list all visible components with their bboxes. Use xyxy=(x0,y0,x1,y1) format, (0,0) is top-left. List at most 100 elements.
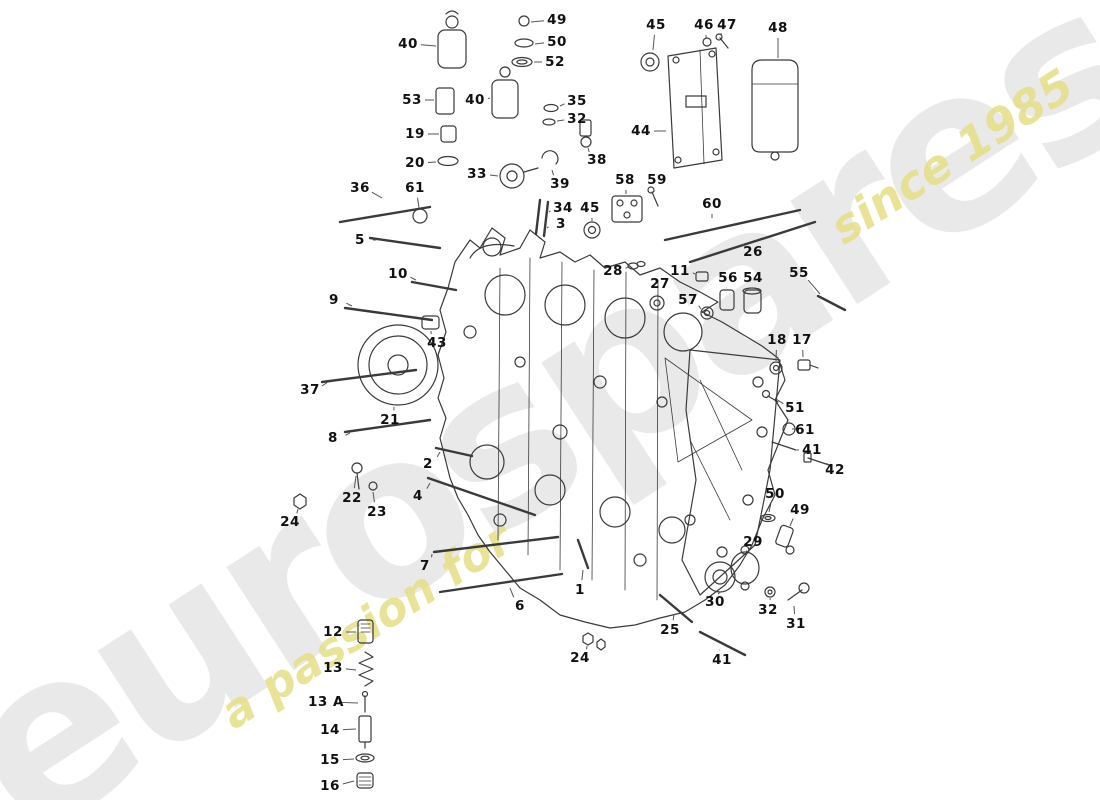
part-callout-40: 40 xyxy=(465,92,485,108)
leader-line-23 xyxy=(372,491,375,503)
leader-line-37 xyxy=(321,381,329,387)
part-callout-37: 37 xyxy=(300,382,320,398)
part-callout-52: 52 xyxy=(545,54,565,70)
part-callout-21: 21 xyxy=(380,412,400,428)
leader-line-3 xyxy=(546,226,549,229)
leader-line-22 xyxy=(353,475,357,489)
part-callout-54: 54 xyxy=(743,270,763,286)
part-callout-2: 2 xyxy=(423,456,433,472)
leader-line-55 xyxy=(807,279,821,295)
leader-line-29 xyxy=(745,550,748,553)
leader-line-10 xyxy=(410,276,417,281)
watermark-tagline-right: since 1985 xyxy=(820,57,1084,255)
oil-filter-and-bracket xyxy=(667,47,799,169)
left-small-parts xyxy=(293,315,606,789)
leader-line-14 xyxy=(342,728,357,731)
leader-line-28 xyxy=(625,266,629,269)
part-callout-34: 34 xyxy=(553,200,573,216)
part-callout-31: 31 xyxy=(786,616,806,632)
part-callout-55: 55 xyxy=(789,265,809,281)
part-callout-53: 53 xyxy=(402,92,422,108)
leader-line-57 xyxy=(698,305,702,310)
part-callout-11: 11 xyxy=(670,263,690,279)
part-callout-27: 27 xyxy=(650,276,670,292)
part-callout-44: 44 xyxy=(631,123,651,139)
part-callout-12: 12 xyxy=(323,624,343,640)
part-callout-6: 6 xyxy=(515,598,525,614)
part-callout-26: 26 xyxy=(743,244,763,260)
part-callout-49: 49 xyxy=(547,12,567,28)
leader-line-16 xyxy=(342,780,355,785)
part-callout-8: 8 xyxy=(328,430,338,446)
leader-line-40 xyxy=(420,44,437,47)
leader-line-36 xyxy=(371,191,383,199)
part-callout-42: 42 xyxy=(825,462,845,478)
part-callout-41: 41 xyxy=(712,652,732,668)
part-callout-61: 61 xyxy=(405,180,425,196)
leader-line-15 xyxy=(342,758,355,761)
leader-line-39 xyxy=(551,169,555,176)
watermark-tagline-left: a passion for xyxy=(210,511,522,740)
part-callout-48: 48 xyxy=(768,20,788,36)
leader-line-33 xyxy=(489,174,499,177)
part-callout-20: 20 xyxy=(405,155,425,171)
leader-line-35 xyxy=(559,103,565,107)
leader-line-32 xyxy=(556,119,565,122)
part-callout-60: 60 xyxy=(702,196,722,212)
part-callout-15: 15 xyxy=(320,752,340,768)
part-callout-49: 49 xyxy=(790,502,810,518)
part-callout-35: 35 xyxy=(567,93,587,109)
part-callout-51: 51 xyxy=(785,400,805,416)
part-callout-38: 38 xyxy=(587,152,607,168)
part-callout-13A: 13 A xyxy=(308,694,344,710)
part-callout-57: 57 xyxy=(678,292,698,308)
leader-line-61 xyxy=(417,197,420,209)
part-callout-16: 16 xyxy=(320,778,340,794)
part-callout-29: 29 xyxy=(743,534,763,550)
part-callout-46: 46 xyxy=(694,17,714,33)
part-callout-36: 36 xyxy=(350,180,370,196)
part-callout-45: 45 xyxy=(646,17,666,33)
part-callout-47: 47 xyxy=(717,17,737,33)
part-callout-50: 50 xyxy=(765,486,785,502)
part-callout-28: 28 xyxy=(603,263,623,279)
part-callout-24: 24 xyxy=(570,650,590,666)
leader-line-8 xyxy=(345,432,351,436)
part-callout-25: 25 xyxy=(660,622,680,638)
part-callout-33: 33 xyxy=(467,166,487,182)
leader-line-45 xyxy=(652,34,655,51)
part-callout-23: 23 xyxy=(367,504,387,520)
part-callout-3: 3 xyxy=(556,216,566,232)
part-callout-1: 1 xyxy=(575,582,585,598)
leader-line-24 xyxy=(296,508,299,514)
leader-line-2 xyxy=(436,451,441,458)
part-callout-14: 14 xyxy=(320,722,340,738)
leader-line-9 xyxy=(346,302,353,307)
leader-line-4 xyxy=(426,482,431,489)
leader-line-25 xyxy=(672,613,675,621)
part-callout-45: 45 xyxy=(580,200,600,216)
part-callout-40: 40 xyxy=(398,36,418,52)
part-callout-56: 56 xyxy=(718,270,738,286)
part-callout-39: 39 xyxy=(550,176,570,192)
leader-line-20 xyxy=(427,161,437,164)
leader-line-49 xyxy=(789,518,794,527)
leader-line-40 xyxy=(487,97,491,100)
part-callout-17: 17 xyxy=(792,332,812,348)
crankshaft-seal xyxy=(357,324,439,406)
part-callout-7: 7 xyxy=(420,558,430,574)
leader-line-11 xyxy=(692,272,696,275)
part-callout-4: 4 xyxy=(413,488,423,504)
leader-line-31 xyxy=(793,605,796,615)
leader-line-6 xyxy=(509,587,515,598)
part-callout-58: 58 xyxy=(615,172,635,188)
part-callout-61: 61 xyxy=(795,422,815,438)
crankcase-outline xyxy=(437,227,789,629)
part-callout-32: 32 xyxy=(567,111,587,127)
leader-line-13 xyxy=(345,668,357,671)
leader-line-50 xyxy=(768,503,772,513)
part-callout-50: 50 xyxy=(547,34,567,50)
